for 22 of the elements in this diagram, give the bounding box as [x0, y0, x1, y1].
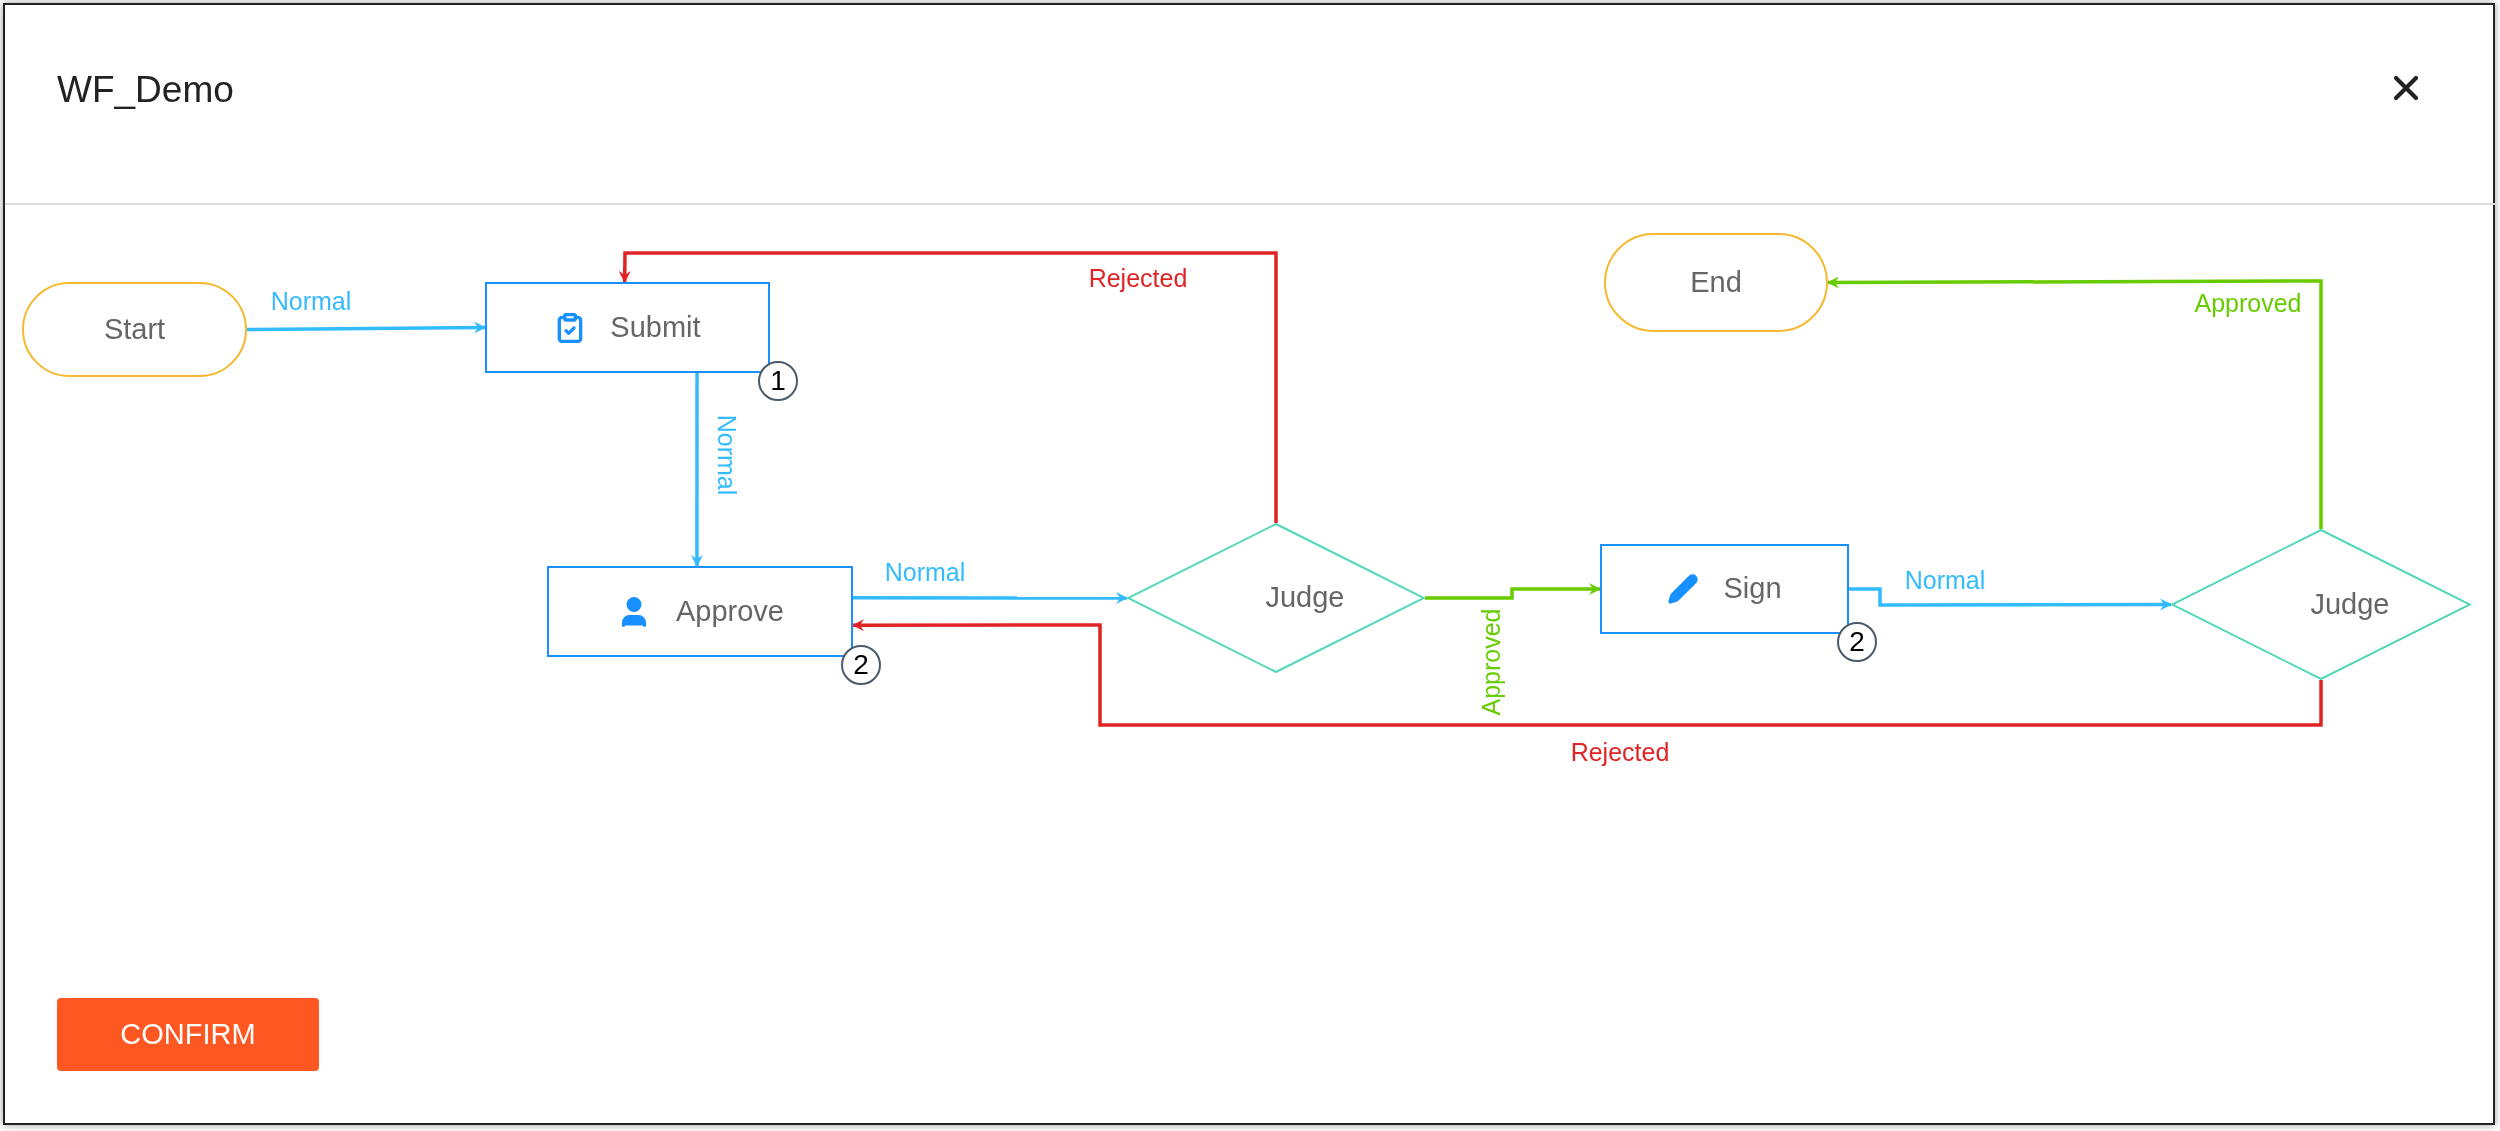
connector-arrow: [1425, 583, 1601, 600]
confirm-button: CONFIRM: [57, 998, 319, 1071]
node-label: Start: [103, 311, 166, 347]
node-label: Judge: [1265, 580, 1345, 616]
task-box: [1600, 544, 1849, 634]
node-label: End: [1690, 264, 1742, 300]
connector-arrow: [690, 373, 703, 567]
decision-diamond: [1127, 523, 1425, 673]
node-label: Approve: [676, 593, 784, 629]
task-box: [547, 566, 853, 657]
node-label: Judge: [2310, 586, 2390, 622]
connector-arrow: [247, 321, 486, 334]
decision-diamond: [2171, 529, 2471, 680]
connector-arrow: [853, 592, 1128, 604]
dialog-title: WF_Demo: [57, 68, 234, 112]
connector-arrow: [1849, 587, 2172, 611]
connector-arrow: [1827, 276, 2323, 529]
connector-arrow: [852, 619, 2323, 727]
node-label: Submit: [610, 309, 701, 345]
connector-arrow: [618, 251, 1278, 523]
node-label: Sign: [1723, 571, 1782, 607]
task-box: [485, 282, 770, 373]
